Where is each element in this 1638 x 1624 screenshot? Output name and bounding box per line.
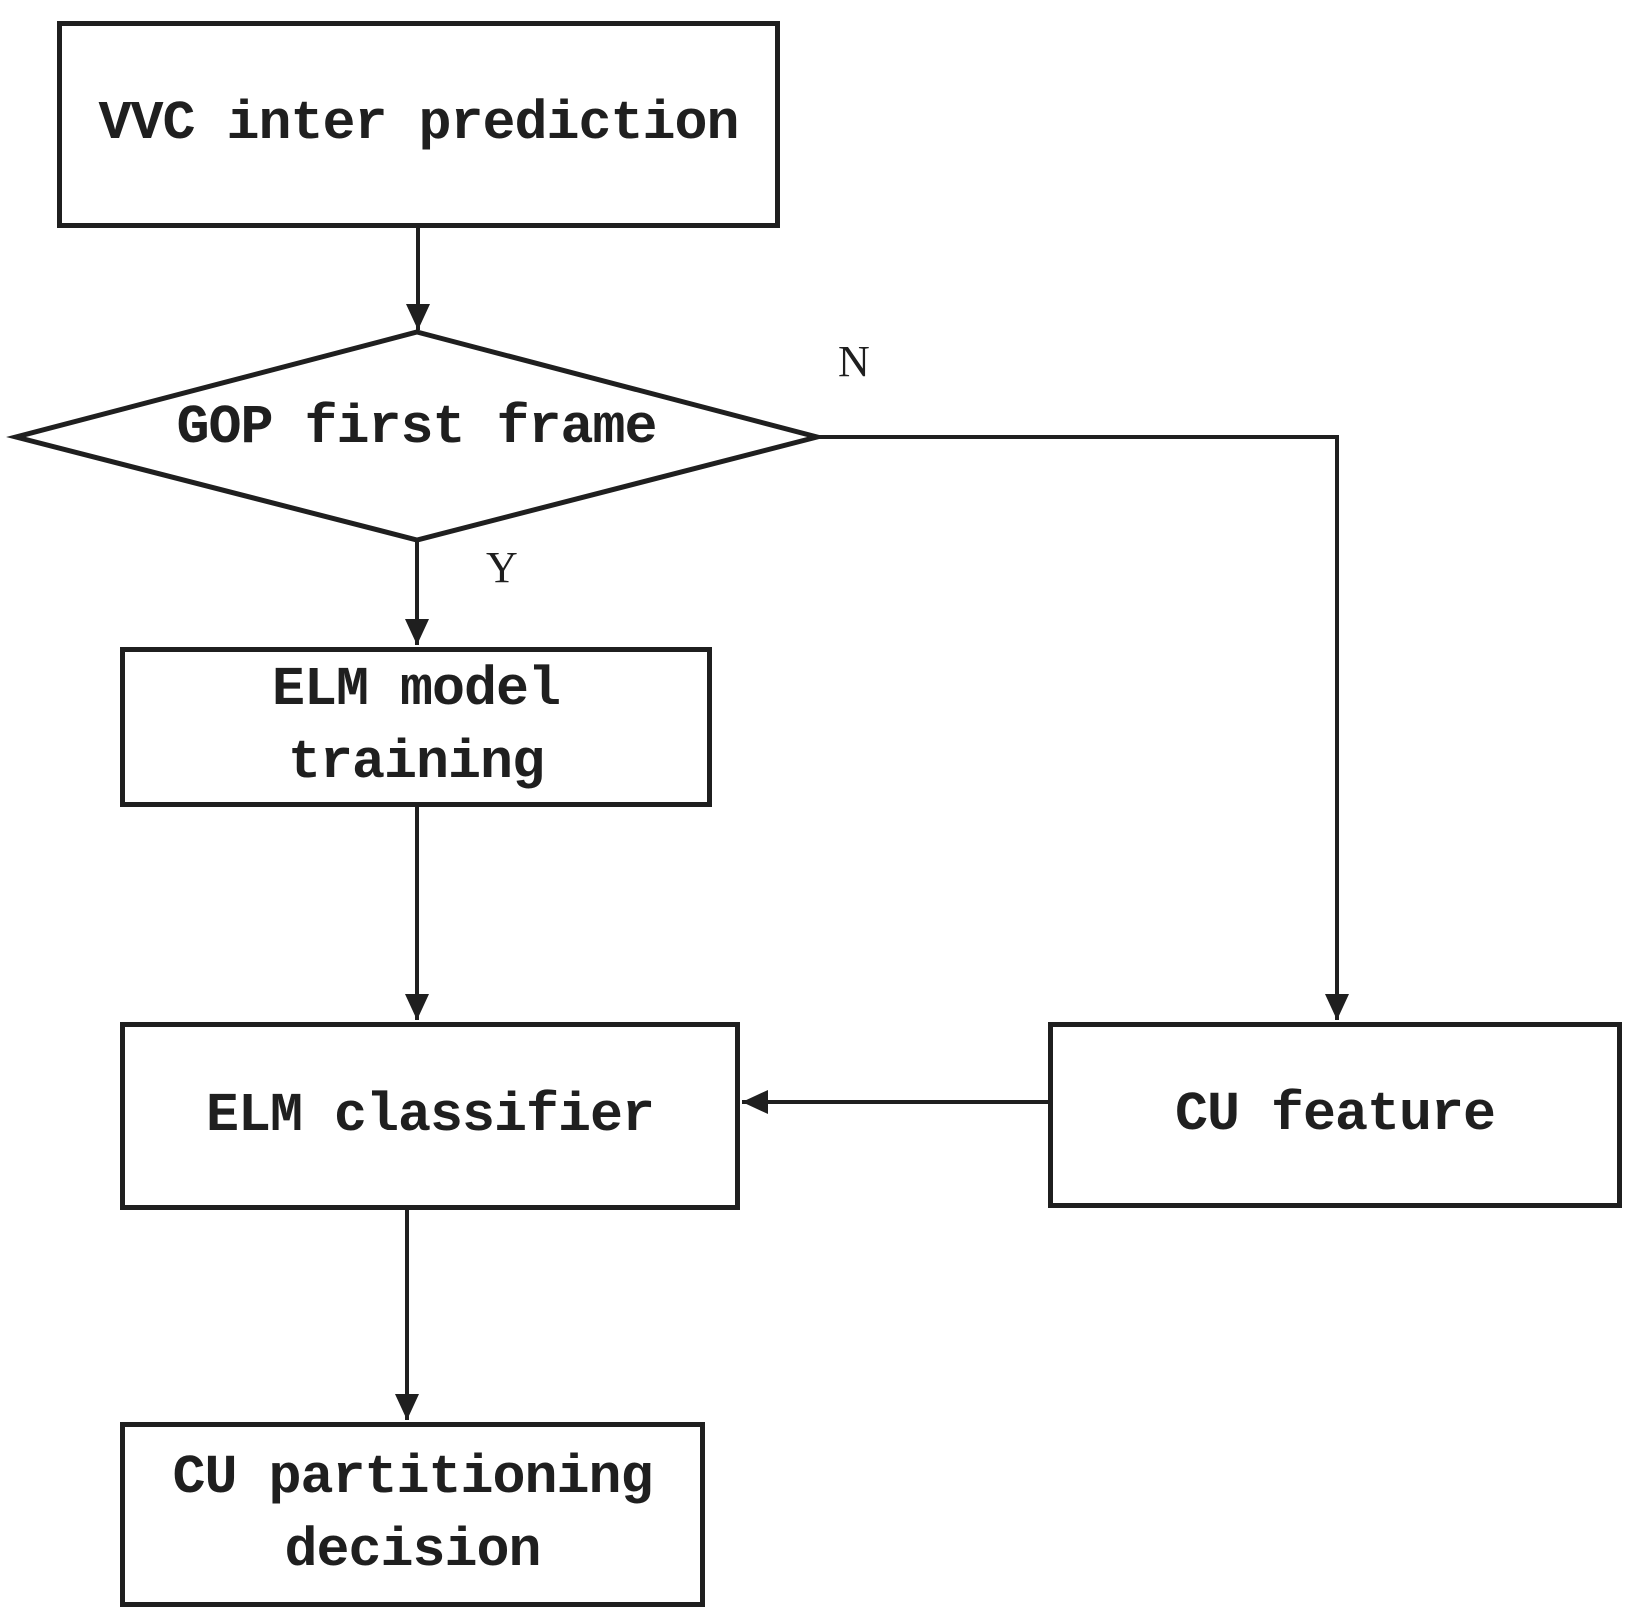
node-vvc-inter-prediction: VVC inter prediction <box>57 21 780 228</box>
gop-first-frame-text: GOP first frame <box>176 395 657 459</box>
node-elm-model-training-label-line1: ELM model <box>271 658 561 722</box>
node-cu-feature: CU feature <box>1048 1022 1622 1208</box>
node-elm-classifier: ELM classifier <box>120 1022 740 1210</box>
node-elm-model-training-label-line2: training <box>287 731 545 794</box>
branch-label-no: N <box>838 337 870 386</box>
branch-label-yes: Y <box>486 543 518 592</box>
node-vvc-inter-prediction-label: VVC inter prediction <box>98 92 739 156</box>
node-cu-partitioning-decision: CU partitioning decision <box>120 1422 705 1607</box>
node-cu-partitioning-decision-label-line1: CU partitioning <box>172 1445 653 1509</box>
node-cu-feature-label: CU feature <box>1174 1082 1496 1146</box>
node-gop-first-frame-label: GOP first frame <box>16 332 817 522</box>
node-cu-partitioning-decision-label-line2: decision <box>284 1518 541 1582</box>
node-elm-model-training: ELM model training <box>120 647 712 807</box>
arrow-decision-n-to-cu-feature <box>817 435 1349 1020</box>
node-elm-classifier-label: ELM classifier <box>205 1083 655 1147</box>
